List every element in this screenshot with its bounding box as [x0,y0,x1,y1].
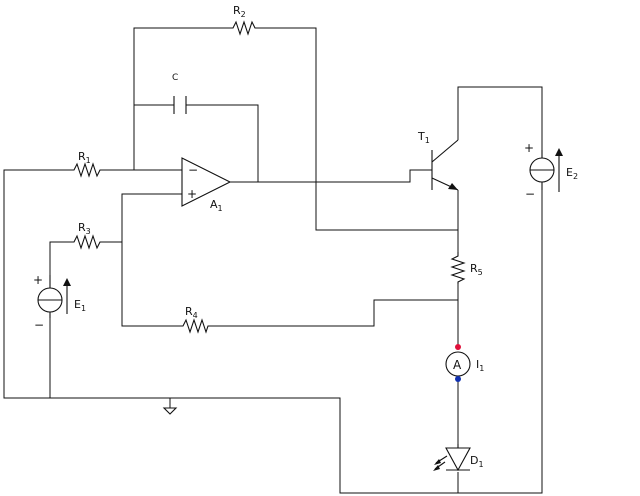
r4-label: R4 [185,305,198,320]
wires [3,27,543,494]
resistor-r1-zigzag [70,162,104,178]
wire-cap-feedback [134,104,259,182]
e1-label: E1 [74,298,86,313]
e1-arrow-head-icon [63,278,71,286]
ammeter-i1: A I1 [445,344,484,382]
resistor-r5: R5 [450,252,483,284]
ground-triangle [162,407,178,415]
wire-r3 [49,241,122,275]
t1-label: T1 [417,130,430,145]
capacitor-label: C [172,73,178,83]
ground-icon [162,407,178,415]
transistor-emitter-arrow [448,183,458,190]
opamp-a1: − + A1 [181,157,232,213]
wire-r2-feedback [133,27,459,252]
resistor-r1: R1 [70,150,104,178]
resistor-r3-zigzag [70,234,102,250]
e1-plus-sign: + [33,273,43,287]
opamp-inverting-sign: − [188,163,198,177]
d1-label: D1 [470,454,484,469]
r2-label: R2 [233,4,246,19]
resistor-r4-zigzag [180,318,210,334]
resistor-r3: R3 [70,221,102,250]
transistor-t1: T1 [417,130,459,191]
resistor-r2-zigzag [230,20,256,36]
e2-minus-sign: − [525,187,535,201]
voltage-source-e2: + − E2 [524,141,578,201]
resistor-r4: R4 [180,305,210,334]
e2-arrow-head-icon [555,148,563,156]
opamp-triangle [181,157,232,207]
diode-triangle [445,447,471,472]
wire-output-to-base [230,169,432,183]
a1-label: A1 [210,198,223,213]
wire-noninv-input [121,193,458,327]
wire-left-loop [3,169,543,494]
r3-label: R3 [78,221,91,236]
e2-plus-sign: + [524,141,534,155]
wire-e2-top [457,86,543,150]
ammeter-minus-terminal-dot [455,376,461,382]
resistor-r2: R2 [230,4,256,36]
ammeter-plus-terminal-dot [455,344,461,350]
r5-label: R5 [470,262,483,277]
capacitor-c: C [172,73,187,114]
e2-label: E2 [566,166,578,181]
led-d1: D1 [433,444,484,472]
i1-label: I1 [476,358,484,373]
r1-label: R1 [78,150,91,165]
light-emission-arrows-icon [433,455,448,471]
transistor-collector [431,139,459,163]
opamp-noninverting-sign: + [187,187,197,201]
e1-minus-sign: − [34,318,44,332]
voltage-source-e1: + − E1 [33,273,86,332]
ammeter-symbol: A [453,358,462,372]
resistor-r5-zigzag [450,252,466,284]
